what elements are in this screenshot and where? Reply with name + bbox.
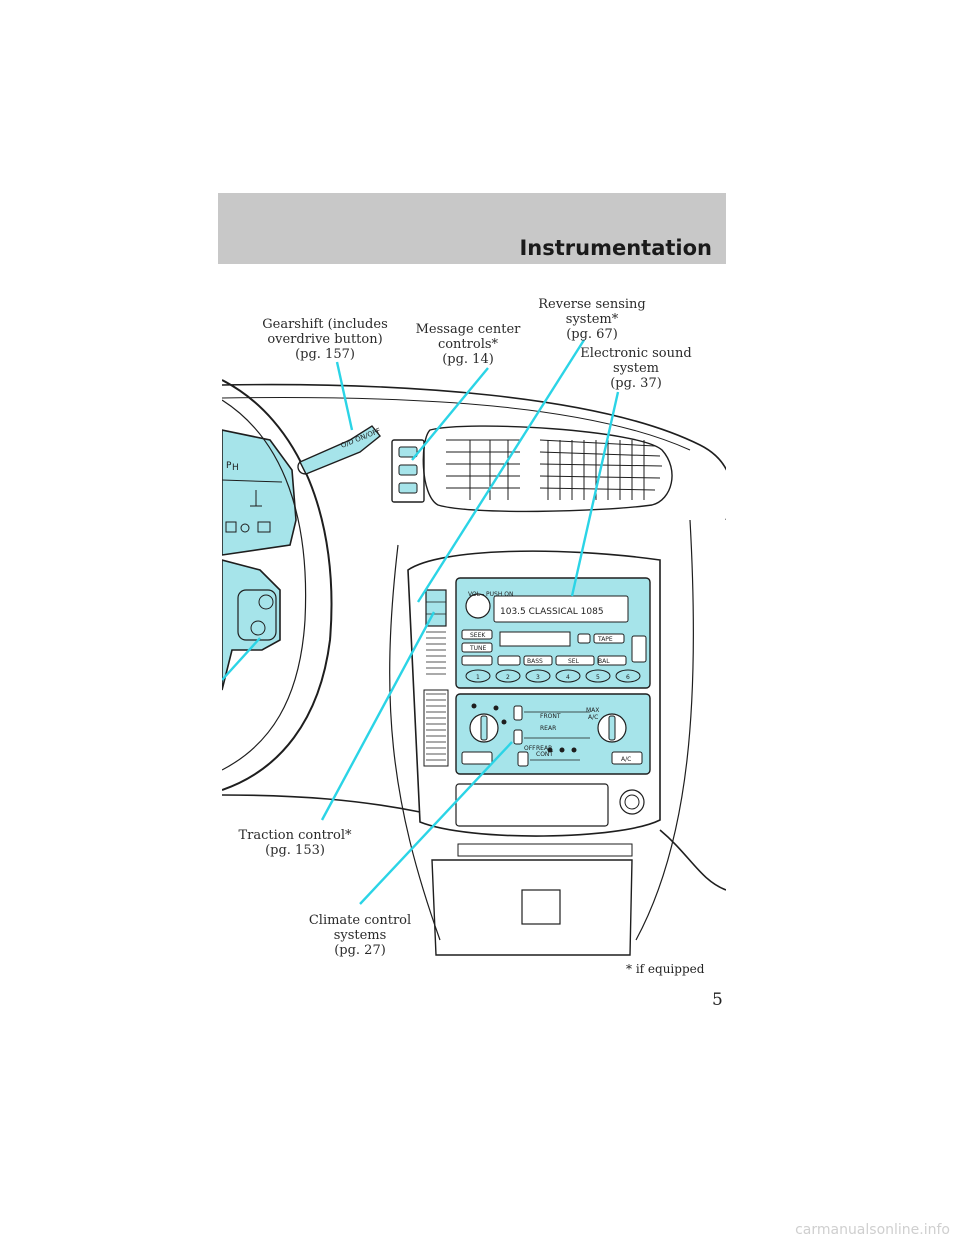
svg-text:TUNE: TUNE xyxy=(469,645,487,652)
svg-text:1: 1 xyxy=(476,674,480,681)
svg-text:TAPE: TAPE xyxy=(597,636,613,643)
radio-display-text: 103.5 CLASSICAL 1085 xyxy=(500,607,604,617)
svg-text:A/C: A/C xyxy=(621,756,631,763)
wheel-controls-leader-line xyxy=(222,637,261,681)
watermark: carmanualsonline.info xyxy=(795,1222,950,1238)
section-header: Instrumentation xyxy=(218,193,726,264)
sound-system-callout: Electronic sound system (pg. 37) xyxy=(580,346,692,391)
svg-text:BAL: BAL xyxy=(598,658,610,665)
svg-text:SEEK: SEEK xyxy=(470,632,486,639)
message-center-leader-line xyxy=(411,367,489,461)
gearshift-leader-line xyxy=(335,361,354,431)
gear-p-label: P xyxy=(226,461,232,471)
section-title: Instrumentation xyxy=(519,236,712,260)
gearshift-callout: Gearshift (includes overdrive button) (p… xyxy=(262,317,388,362)
svg-text:REAR: REAR xyxy=(536,745,552,752)
traction-control-leader-line xyxy=(320,611,436,821)
climate-control-leader-line xyxy=(359,741,513,905)
svg-text:A/C: A/C xyxy=(588,714,598,721)
svg-text:2: 2 xyxy=(506,674,510,681)
svg-text:4: 4 xyxy=(566,674,570,681)
svg-text:REAR: REAR xyxy=(540,725,556,732)
traction-control-callout: Traction control* (pg. 153) xyxy=(238,828,352,858)
page-number: 5 xyxy=(712,990,723,1010)
svg-text:BASS: BASS xyxy=(527,658,543,665)
svg-text:VOL - PUSH ON: VOL - PUSH ON xyxy=(468,591,514,598)
sound-system-leader-line xyxy=(570,391,620,597)
message-center-callout: Message center controls* (pg. 14) xyxy=(415,322,521,367)
gear-h-label: H xyxy=(232,463,239,473)
svg-text:5: 5 xyxy=(596,674,600,681)
svg-text:CONT: CONT xyxy=(536,751,553,758)
reverse-sensing-callout: Reverse sensing system* (pg. 67) xyxy=(538,297,646,342)
reverse-sensing-leader-line xyxy=(416,339,586,603)
climate-control-callout: Climate control systems (pg. 27) xyxy=(308,913,412,958)
svg-text:MAX: MAX xyxy=(586,707,599,714)
svg-text:3: 3 xyxy=(536,674,540,681)
svg-text:OFF: OFF xyxy=(524,745,536,752)
svg-text:6: 6 xyxy=(626,674,630,681)
footnote: * if equipped xyxy=(626,962,705,976)
svg-text:FRONT: FRONT xyxy=(540,713,561,720)
svg-text:SEL: SEL xyxy=(568,658,580,665)
